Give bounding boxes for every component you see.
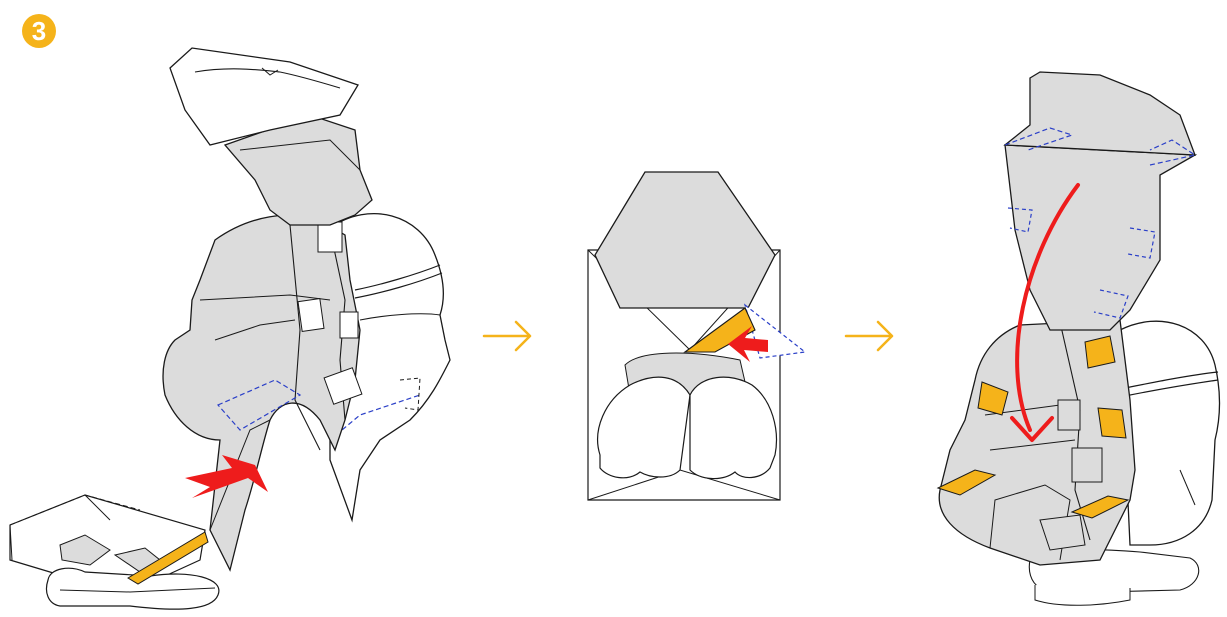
head-cap-left	[169, 47, 359, 146]
helmet-shell-right	[1119, 320, 1221, 546]
step-number-badge: 3	[22, 14, 56, 48]
head-body-right	[938, 319, 1136, 566]
head-cap-right	[1003, 71, 1196, 156]
glue-tab-right-3	[1097, 407, 1127, 439]
closeup-cap	[594, 171, 776, 309]
panel-right	[936, 71, 1221, 606]
closeup-right-lobe	[689, 376, 778, 480]
glue-tab-right-4	[936, 469, 997, 496]
push-arrow-left	[185, 455, 268, 498]
push-arrow-middle	[728, 326, 768, 362]
helmet-shell-left	[329, 213, 451, 523]
glue-tab-right-1	[1084, 335, 1116, 369]
flow-arrow-2	[844, 320, 894, 352]
head-top-strip-left	[223, 114, 373, 226]
glue-tab-right-5	[1070, 495, 1130, 519]
fold-arrow-right	[1015, 183, 1080, 432]
glue-tab-middle	[683, 307, 756, 353]
glue-tab-left	[127, 531, 209, 585]
head-top-strip-right	[1004, 144, 1198, 331]
flow-arrow-1	[482, 320, 532, 352]
panel-middle	[587, 171, 807, 501]
glue-tab-right-2	[977, 381, 1009, 416]
panel-left	[9, 47, 451, 610]
